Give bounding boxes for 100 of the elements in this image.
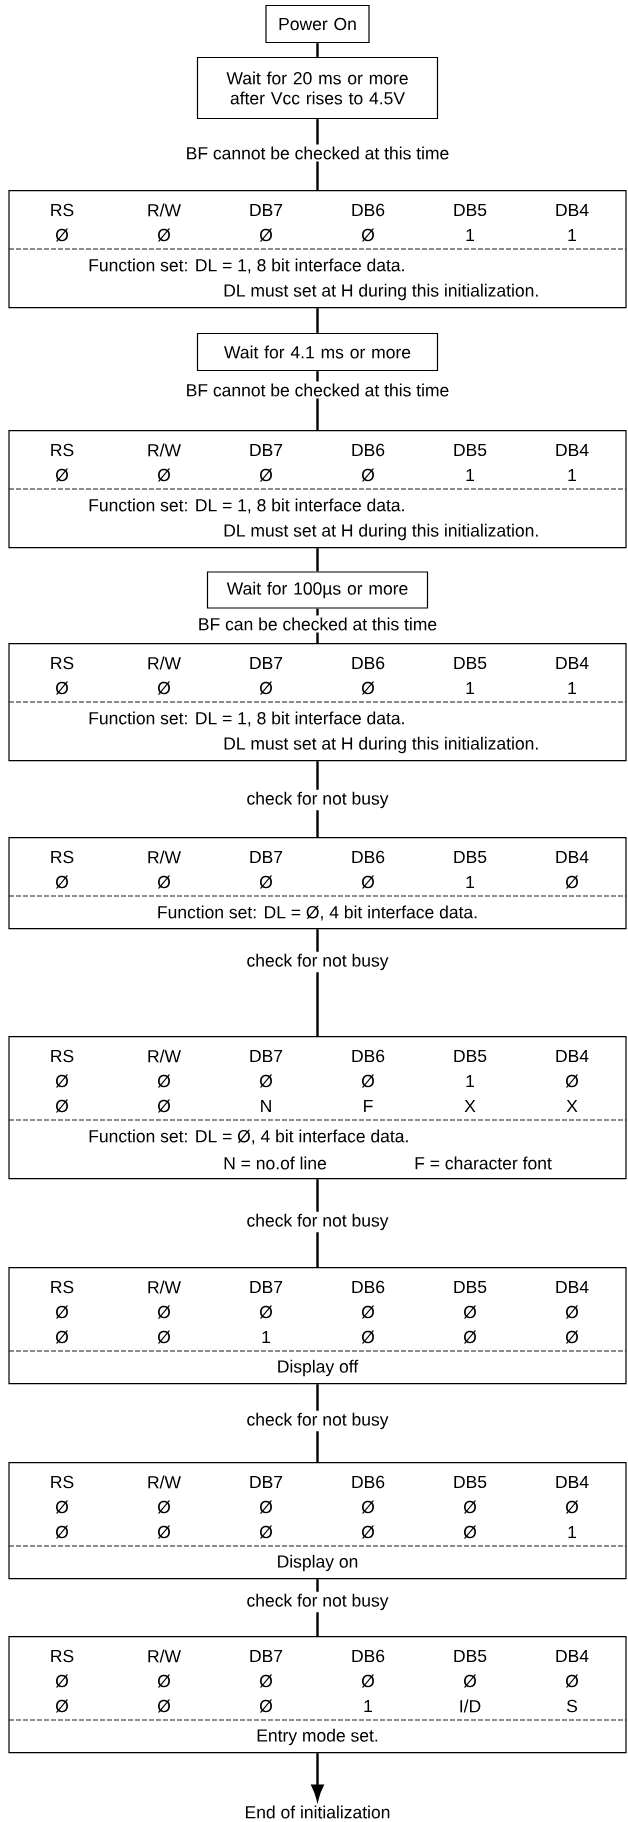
connector-line (316, 308, 319, 333)
bit-value: Ø (55, 1330, 69, 1344)
column-header: R/W (148, 1280, 181, 1294)
bit-value: Ø (361, 228, 375, 242)
bit-value: 1 (466, 229, 474, 242)
column-header: DB7 (250, 204, 283, 217)
instruction-description: Function set: DL = 1, 8 bit interface data. (89, 258, 404, 274)
step-box: Power On (265, 4, 370, 44)
column-header: DB4 (556, 657, 589, 670)
column-header: DB5 (454, 1049, 487, 1063)
bit-value: Ø (361, 468, 375, 482)
column-header: DB4 (556, 204, 589, 217)
bit-value: Ø (259, 681, 273, 695)
bit-value: Ø (157, 1674, 171, 1688)
bit-value: Ø (157, 1330, 171, 1344)
bit-value: Ø (157, 875, 171, 889)
instruction-table (8, 430, 627, 549)
instruction-table (8, 1462, 627, 1580)
edge-label: check for not busy (247, 791, 389, 809)
column-header: DB4 (556, 444, 589, 457)
bit-value: Ø (157, 1699, 171, 1713)
instruction-note: DL must set at H during this initialization. (224, 523, 538, 541)
instruction-description: Entry mode set. (257, 1728, 378, 1746)
bit-value: Ø (361, 1500, 375, 1514)
bit-value: 1 (466, 876, 474, 889)
instruction-description: Function set: DL = Ø, 4 bit interface data. (158, 905, 477, 921)
edge-label: BF cannot be checked at this time (187, 146, 449, 160)
column-header: DB5 (454, 1649, 487, 1663)
bit-value: Ø (565, 1305, 579, 1319)
bit-value: 1 (568, 1526, 576, 1539)
column-header: DB6 (352, 1475, 385, 1489)
column-header: R/W (148, 1049, 181, 1063)
connector-line (316, 43, 319, 57)
column-header: R/W (148, 443, 181, 457)
edge-label: check for not busy (247, 1213, 389, 1231)
bit-value: Ø (157, 1305, 171, 1319)
connector-line (316, 548, 319, 572)
bit-value: Ø (259, 468, 273, 482)
instruction-note: DL must set at H during this initialization. (224, 283, 538, 301)
instruction-description: Function set: DL = 1, 8 bit interface data. (89, 711, 404, 727)
column-header: R/W (148, 1649, 181, 1663)
edge-label: check for not busy (247, 1593, 389, 1611)
bit-value: Ø (361, 1674, 375, 1688)
bit-value: 1 (466, 469, 474, 482)
bit-value: Ø (259, 1500, 273, 1514)
bit-value: Ø (361, 1305, 375, 1319)
bit-value: Ø (55, 1074, 69, 1088)
edge-label: BF can be checked at this time (199, 617, 437, 631)
bit-value: Ø (55, 228, 69, 242)
bit-value: Ø (157, 468, 171, 482)
bit-value: Ø (259, 875, 273, 889)
instruction-table (8, 837, 627, 930)
bit-value: Ø (565, 1074, 579, 1088)
bit-value: 1 (466, 682, 474, 695)
column-header: RS (51, 443, 74, 457)
instruction-note: N = no.of line (224, 1156, 326, 1170)
bit-value: Ø (55, 1674, 69, 1688)
bit-value: 1 (466, 1075, 474, 1088)
instruction-description: Display off (278, 1359, 359, 1377)
column-header: DB4 (556, 1281, 589, 1294)
bit-value: Ø (259, 228, 273, 242)
bit-value: Ø (55, 875, 69, 889)
bit-value: Ø (463, 1525, 477, 1539)
bit-value: Ø (463, 1500, 477, 1514)
bit-value: Ø (565, 1330, 579, 1344)
column-header: DB7 (250, 1476, 283, 1489)
column-header: R/W (148, 1475, 181, 1489)
bit-value: 1 (364, 1700, 372, 1713)
column-header: DB5 (454, 1280, 487, 1294)
edge-label: check for not busy (247, 1412, 389, 1430)
bit-value: Ø (259, 1525, 273, 1539)
column-header: DB6 (352, 443, 385, 457)
bit-value: N (261, 1100, 271, 1113)
column-header: DB4 (556, 1476, 589, 1489)
column-header: DB4 (556, 1050, 589, 1063)
bit-value: Ø (55, 468, 69, 482)
column-header: R/W (148, 850, 181, 864)
column-header: R/W (148, 203, 181, 217)
bit-value: Ø (55, 1305, 69, 1319)
step-box: Wait for 4.1 ms or more (196, 332, 439, 372)
column-header: DB4 (556, 851, 589, 864)
column-header: DB5 (454, 656, 487, 670)
bit-value: X (566, 1100, 578, 1113)
bit-value: Ø (55, 1525, 69, 1539)
end-text: End of initialization (246, 1805, 390, 1819)
step-box: Wait for 100µs or more (206, 571, 429, 609)
bit-value: Ø (361, 1074, 375, 1088)
column-header: DB5 (454, 443, 487, 457)
bit-value: Ø (157, 681, 171, 695)
bit-value: Ø (565, 875, 579, 889)
bit-value: Ø (55, 1500, 69, 1514)
column-header: DB6 (352, 850, 385, 864)
column-header: DB6 (352, 1280, 385, 1294)
column-header: R/W (148, 656, 181, 670)
bit-value: F (364, 1100, 373, 1113)
bit-value: Ø (55, 1699, 69, 1713)
bit-value: Ø (157, 1500, 171, 1514)
bit-value: Ø (463, 1674, 477, 1688)
column-header: DB7 (250, 444, 283, 457)
column-header: RS (51, 850, 74, 864)
